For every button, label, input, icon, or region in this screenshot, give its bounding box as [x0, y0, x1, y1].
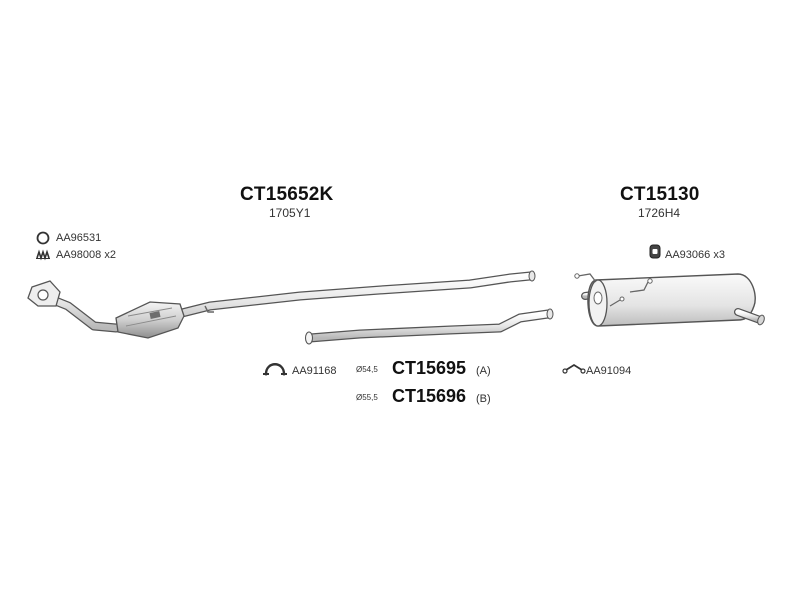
spring-code: AA98008	[56, 249, 102, 261]
rear-muffler	[574, 273, 765, 327]
front-assembly-ref: 1705Y1	[269, 206, 311, 220]
clamp-label: AA91168	[292, 365, 337, 377]
pipe-a-variant: (A)	[476, 365, 491, 377]
rubber-mount-code: AA93066	[665, 249, 711, 261]
rubber-mount-icon	[649, 244, 661, 259]
rubber-mount-qty: x3	[713, 249, 725, 261]
pipe-b-variant: (B)	[476, 393, 491, 405]
pipe-b-diameter: Ø55,5	[356, 393, 378, 402]
rear-assembly-ref: 1726H4	[638, 206, 681, 220]
spring-qty: x2	[104, 249, 116, 261]
spring-label: AA98008 x2	[56, 249, 116, 261]
rear-assembly-code: CT15130	[620, 184, 700, 205]
pipe-a-diameter: Ø54,5	[356, 365, 378, 374]
spring-icon	[36, 249, 50, 261]
ring-gasket-icon	[36, 231, 50, 245]
intermediate-pipe	[304, 308, 554, 345]
front-pipe-catalyst	[27, 270, 536, 339]
clamp-icon	[263, 363, 287, 376]
pipe-a-code: CT15695	[392, 358, 467, 378]
pipe-b-code: CT15696	[392, 386, 467, 406]
hanger-label: AA91094	[586, 365, 632, 377]
hanger-icon	[562, 363, 586, 374]
front-assembly-code: CT15652K	[240, 184, 334, 205]
gasket-label: AA96531	[56, 232, 102, 244]
rubber-mount-label: AA93066 x3	[665, 249, 725, 261]
